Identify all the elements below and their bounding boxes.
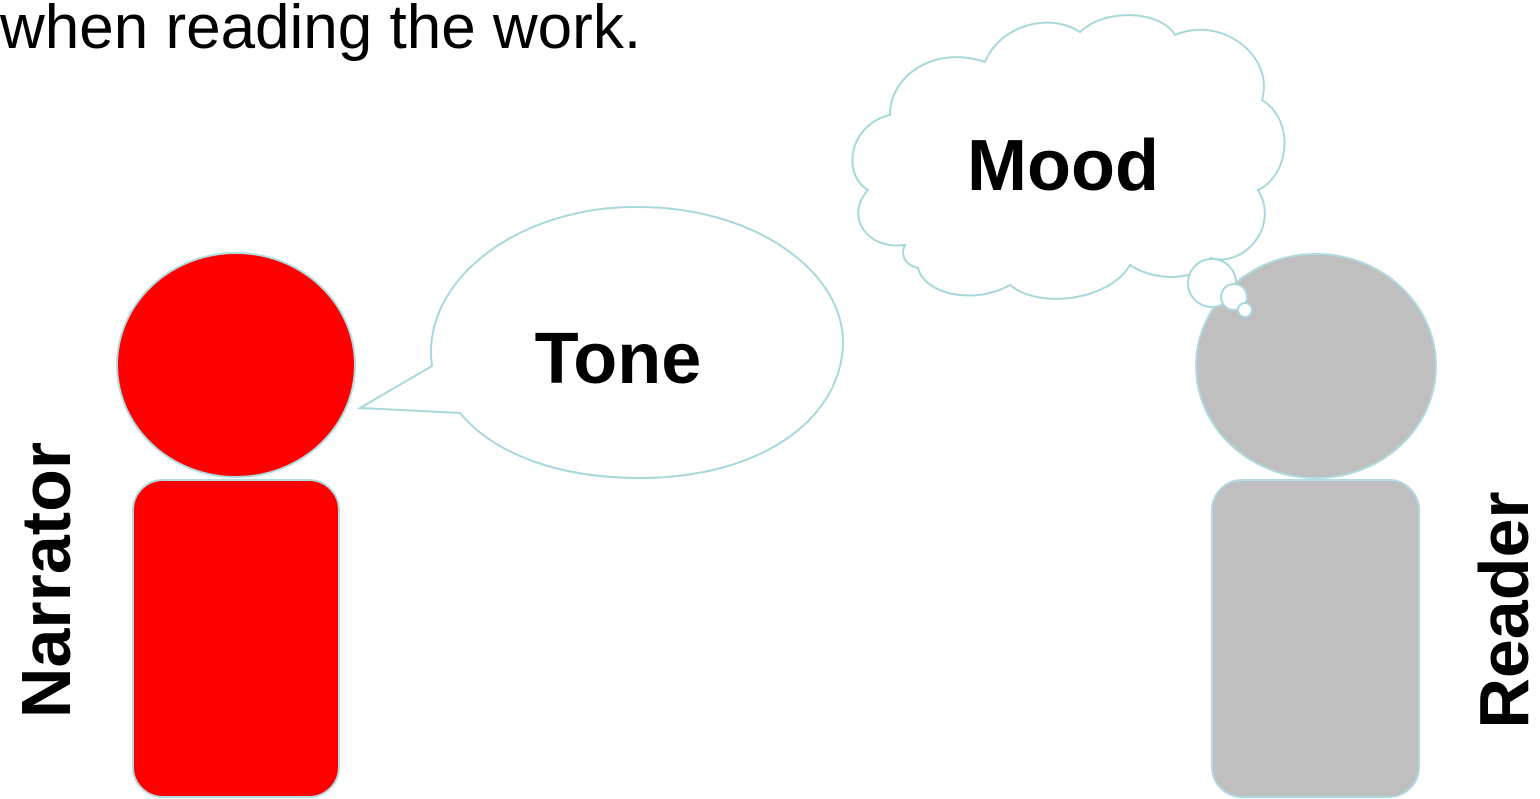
caption-text: when reading the work. bbox=[0, 0, 642, 62]
thought-bubble bbox=[851, 14, 1286, 318]
narrator-head bbox=[116, 252, 356, 478]
narrator-label: Narrator bbox=[7, 442, 85, 718]
thought-bubble-label: Mood bbox=[967, 126, 1159, 206]
reader-body bbox=[1211, 479, 1420, 798]
reader-head bbox=[1195, 253, 1437, 479]
speech-bubble bbox=[356, 205, 845, 480]
narrator-body bbox=[132, 479, 340, 798]
thought-cloud bbox=[851, 14, 1286, 300]
thought-dot-small bbox=[1237, 302, 1253, 318]
reader-label: Reader bbox=[1465, 491, 1540, 728]
reader-figure bbox=[1195, 253, 1437, 798]
narrator-figure bbox=[116, 252, 356, 798]
speech-bubble-label: Tone bbox=[535, 319, 702, 399]
